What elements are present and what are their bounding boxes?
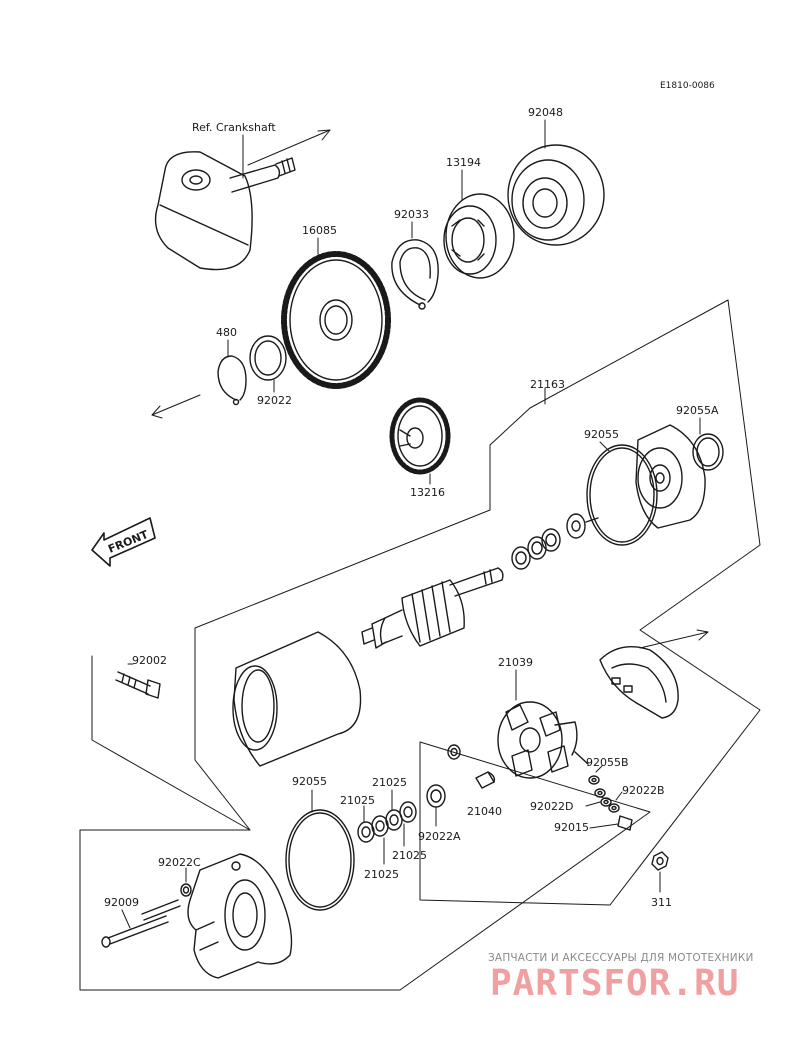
- label-21025-b: 21025: [372, 776, 407, 789]
- leader-92022D: [585, 801, 601, 807]
- leader-92055-top: [599, 441, 611, 453]
- label-21039: 21039: [498, 656, 533, 669]
- part-480-circlip: [217, 355, 247, 406]
- part-21040-brush: [475, 771, 496, 789]
- label-92015: 92015: [554, 821, 589, 834]
- front-label: FRONT: [106, 528, 150, 556]
- label-92022C: 92022C: [158, 856, 201, 869]
- label-16085: 16085: [302, 224, 337, 237]
- label-21025-a: 21025: [340, 794, 375, 807]
- part-terminal-stack: [588, 775, 633, 831]
- label-21025-c: 21025: [392, 849, 427, 862]
- part-armature: [361, 567, 504, 649]
- label-92033: 92033: [394, 208, 429, 221]
- label-92055-top: 92055: [584, 428, 619, 441]
- diagram-code: E1810-0086: [660, 81, 715, 91]
- part-21039-brush-holder: [497, 701, 589, 779]
- part-16085-gear: [281, 251, 391, 389]
- part-92009-screws: [101, 899, 181, 948]
- label-92055A: 92055A: [676, 404, 719, 417]
- part-yoke-housing: [232, 631, 362, 767]
- part-92055-oring-top: [586, 444, 658, 546]
- label-13194: 13194: [446, 156, 481, 169]
- label-480: 480: [216, 326, 237, 339]
- direction-arrow-top: [247, 129, 331, 166]
- part-92002-bolt: [115, 671, 161, 699]
- label-21025-d: 21025: [364, 868, 399, 881]
- watermark-brand-logo: PARTSFOR.RU: [490, 963, 740, 1004]
- part-92022A-washer: [426, 784, 446, 808]
- leader-92055B: [595, 765, 603, 773]
- part-13216-gear: [389, 397, 451, 475]
- label-92022B: 92022B: [622, 784, 665, 797]
- label-13216: 13216: [410, 486, 445, 499]
- assembly-outline: [79, 299, 761, 991]
- part-92048-cover: [507, 144, 605, 246]
- leader-92015: [589, 823, 619, 829]
- direction-arrow-left: [151, 394, 201, 419]
- part-brush-cover: [599, 646, 679, 719]
- part-92033-circlip: [391, 239, 439, 310]
- label-92055-bottom: 92055: [292, 775, 327, 788]
- label-21163: 21163: [530, 378, 565, 391]
- part-92022C-washer: [180, 883, 192, 897]
- part-bearing-washer: [566, 513, 599, 539]
- label-92048: 92048: [528, 106, 563, 119]
- label-ref-crankshaft: Ref. Crankshaft: [192, 121, 276, 134]
- part-front-end-cover: [187, 853, 293, 979]
- label-92022A: 92022A: [418, 830, 461, 843]
- part-small-screw: [447, 744, 461, 760]
- label-92002: 92002: [132, 654, 167, 667]
- label-92022: 92022: [257, 394, 292, 407]
- leader-92009: [121, 909, 131, 929]
- part-end-cover: [635, 424, 706, 529]
- part-92055-oring-bottom: [285, 809, 355, 911]
- crankshaft-ref: [154, 151, 296, 271]
- label-92009: 92009: [104, 896, 139, 909]
- leader-92022B: [615, 791, 623, 801]
- direction-arrow-right: [639, 629, 709, 649]
- part-311-nut: [651, 851, 669, 871]
- label-92055B: 92055B: [586, 756, 629, 769]
- label-21040: 21040: [467, 805, 502, 818]
- front-arrow-icon: FRONT: [91, 517, 156, 567]
- part-13194-clutch: [443, 193, 515, 279]
- part-washer-stack-top: [511, 528, 561, 570]
- label-92022D: 92022D: [530, 800, 573, 813]
- label-311: 311: [651, 896, 672, 909]
- bolt-guide-line: [91, 655, 251, 831]
- part-21025-washers: [357, 801, 417, 843]
- watermark-subtitle: ЗАПЧАСТИ И АКСЕССУАРЫ ДЛЯ МОТОТЕХНИКИ: [488, 952, 754, 964]
- part-92022-washer: [249, 335, 287, 381]
